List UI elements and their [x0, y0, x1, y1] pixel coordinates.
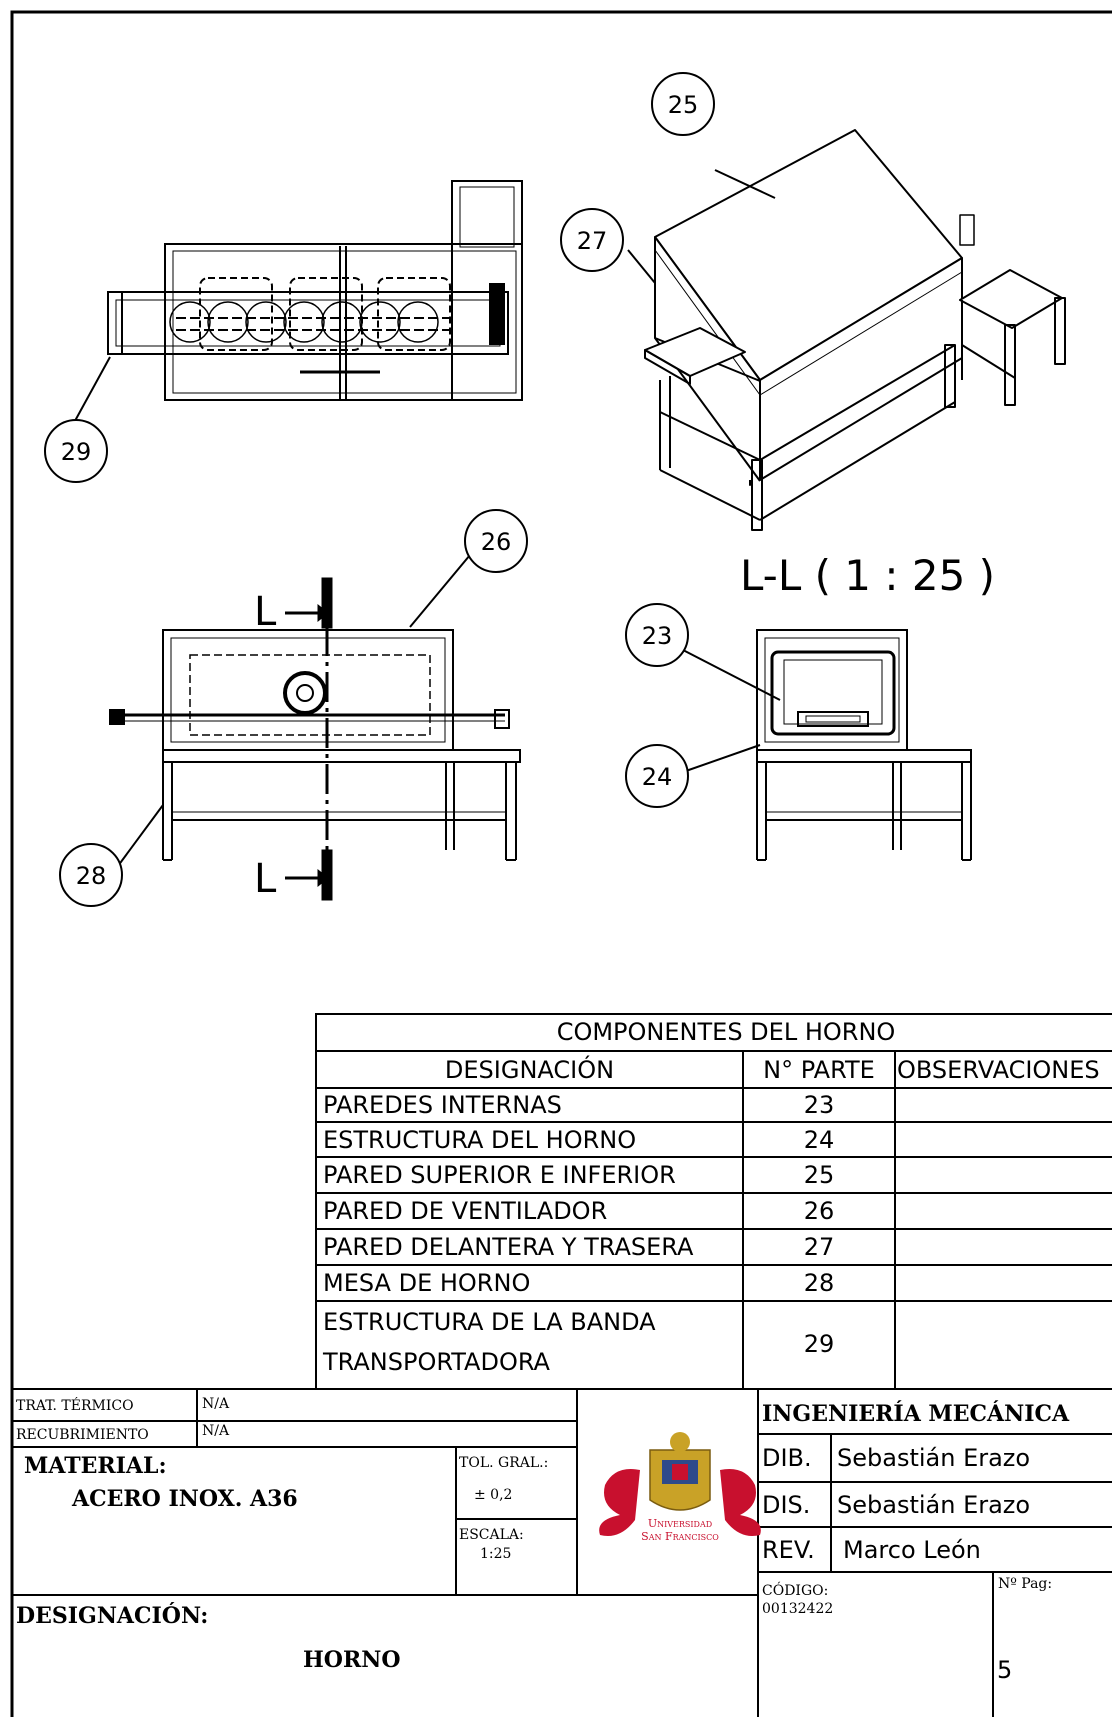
row-part: 23: [803, 1091, 835, 1119]
dib-value: Sebastián Erazo: [837, 1444, 1031, 1472]
row-part: 29: [803, 1330, 835, 1358]
balloon-24-label: 24: [642, 763, 673, 791]
row-part: 27: [803, 1233, 835, 1261]
escala-label: ESCALA:: [459, 1527, 524, 1543]
dis-label: DIS.: [762, 1491, 811, 1519]
section-title: L-L ( 1 : 25 ): [740, 551, 995, 600]
logo-text-line1: Universidad: [648, 1517, 712, 1530]
balloon-28-label: 28: [76, 862, 107, 890]
row-part: 28: [803, 1269, 835, 1297]
material-label: MATERIAL:: [24, 1453, 167, 1479]
tol-value: ± 0,2: [474, 1487, 513, 1503]
section-marker-top: L: [254, 589, 277, 635]
balloon-29: [44, 419, 108, 483]
balloon-27-label: 27: [577, 227, 608, 255]
part-balloons: [44, 72, 715, 907]
front-view: [109, 629, 521, 861]
row-name: MESA DE HORNO: [323, 1269, 531, 1297]
row-name: PARED DE VENTILADOR: [323, 1197, 608, 1225]
row-name: ESTRUCTURA DE LA BANDA: [323, 1308, 656, 1336]
section-marker-bottom: L: [254, 856, 277, 902]
components-table-title: COMPONENTES DEL HORNO: [556, 1018, 896, 1046]
components-table: [315, 1013, 1112, 1390]
header-observaciones: OBSERVACIONES: [897, 1056, 1100, 1084]
escala-value: 1:25: [480, 1546, 512, 1562]
title-block: [12, 1388, 1112, 1717]
balloon-27: [560, 208, 624, 272]
rev-value: Marco León: [843, 1536, 981, 1564]
trat-value: N/A: [202, 1396, 230, 1412]
header-n-parte: N° PARTE: [763, 1056, 875, 1084]
row-name-line2: TRANSPORTADORA: [323, 1348, 550, 1376]
dis-value: Sebastián Erazo: [837, 1491, 1031, 1519]
row-part: 24: [803, 1126, 835, 1154]
isometric-view: [644, 129, 1066, 531]
logo-text-line2: San Francisco: [641, 1530, 719, 1543]
balloon-25-label: 25: [668, 91, 699, 119]
university-logo: Universidad San Francisco: [599, 1432, 761, 1543]
balloon-26: [464, 509, 528, 573]
row-name: PAREDES INTERNAS: [323, 1091, 562, 1119]
rev-label: REV.: [762, 1536, 815, 1564]
balloon-26-label: 26: [481, 528, 512, 556]
header-designacion: DESIGNACIÓN: [444, 1056, 615, 1084]
row-name: PARED DELANTERA Y TRASERA: [323, 1233, 694, 1261]
balloon-24: [625, 744, 689, 808]
codigo-label: CÓDIGO:: [762, 1583, 829, 1599]
top-view: [107, 180, 523, 401]
department-title: INGENIERÍA MECÁNICA: [762, 1401, 1070, 1427]
row-name: ESTRUCTURA DEL HORNO: [323, 1126, 637, 1154]
sheet-border: [10, 10, 1112, 1717]
balloon-25: [651, 72, 715, 136]
row-name: PARED SUPERIOR E INFERIOR: [323, 1161, 676, 1189]
balloon-28: [59, 843, 123, 907]
pag-label: Nº Pag:: [998, 1576, 1053, 1592]
designacion-label: DESIGNACIÓN:: [16, 1603, 209, 1629]
trat-label: TRAT. TÉRMICO: [16, 1398, 134, 1414]
tol-label: TOL. GRAL.:: [459, 1455, 549, 1471]
recub-label: RECUBRIMIENTO: [16, 1427, 149, 1443]
dib-label: DIB.: [762, 1444, 812, 1472]
codigo-value: 00132422: [762, 1601, 834, 1617]
section-cut-line: [285, 577, 333, 901]
pag-value: 5: [997, 1656, 1013, 1684]
material-value: ACERO INOX. A36: [72, 1486, 298, 1512]
recub-value: N/A: [202, 1423, 230, 1439]
balloon-29-label: 29: [61, 438, 92, 466]
row-part: 26: [803, 1197, 835, 1225]
designacion-value: HORNO: [303, 1647, 401, 1673]
balloon-23-label: 23: [642, 622, 673, 650]
row-part: 25: [803, 1161, 835, 1189]
section-view: [756, 629, 972, 861]
balloon-23: [625, 603, 689, 667]
